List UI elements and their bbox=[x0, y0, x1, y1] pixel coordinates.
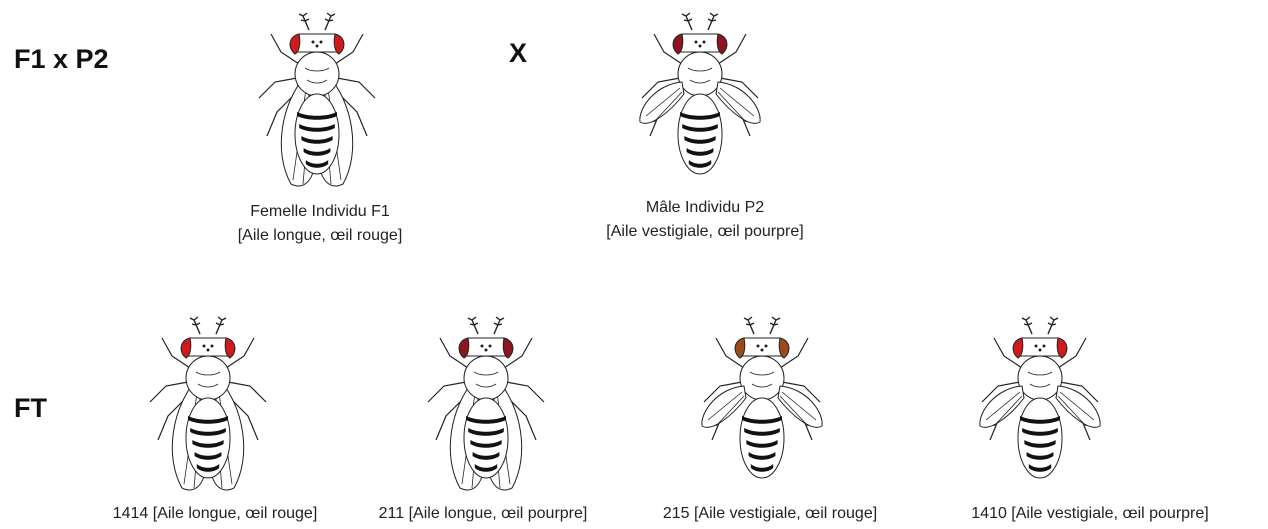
fly-offspring-1 bbox=[128, 316, 288, 496]
offspring-label-4: 1410 [Aile vestigiale, œil pourpre] bbox=[930, 502, 1250, 526]
fly-offspring-4 bbox=[960, 316, 1120, 496]
parent-female-line1: Femelle Individu F1 bbox=[200, 200, 440, 224]
abdomen bbox=[1018, 398, 1062, 478]
fly-offspring-3 bbox=[682, 316, 842, 496]
parent-male-line1: Mâle Individu P2 bbox=[575, 196, 835, 220]
antenna-icon bbox=[744, 317, 780, 334]
parent-female-label: Femelle Individu F1 [Aile longue, œil ro… bbox=[200, 200, 440, 248]
eye-right-icon bbox=[1057, 338, 1067, 358]
eye-right-icon bbox=[503, 338, 513, 358]
eye-left-icon bbox=[290, 34, 300, 54]
fly-male-p2 bbox=[620, 12, 780, 192]
offspring-label-2: 211 [Aile longue, œil pourpre] bbox=[348, 502, 618, 526]
head bbox=[466, 338, 506, 356]
antenna-icon bbox=[468, 317, 504, 334]
offspring-label-1: 1414 [Aile longue, œil rouge] bbox=[80, 502, 350, 526]
eye-left-icon bbox=[181, 338, 191, 358]
abdomen bbox=[678, 94, 722, 174]
eye-right-icon bbox=[225, 338, 235, 358]
cross-symbol: X bbox=[509, 38, 527, 69]
head bbox=[188, 338, 228, 356]
abdomen bbox=[740, 398, 784, 478]
antenna-icon bbox=[682, 13, 718, 30]
head bbox=[742, 338, 782, 356]
eye-left-icon bbox=[1013, 338, 1023, 358]
antenna-icon bbox=[190, 317, 226, 334]
abdomen bbox=[186, 398, 230, 478]
thorax bbox=[186, 356, 230, 400]
antenna-icon bbox=[1022, 317, 1058, 334]
thorax bbox=[464, 356, 508, 400]
thorax bbox=[740, 356, 784, 400]
cross-label: F1 x P2 bbox=[14, 44, 109, 75]
eye-left-icon bbox=[735, 338, 745, 358]
abdomen bbox=[464, 398, 508, 478]
thorax bbox=[678, 52, 722, 96]
eye-left-icon bbox=[673, 34, 683, 54]
eye-left-icon bbox=[459, 338, 469, 358]
eye-right-icon bbox=[779, 338, 789, 358]
eye-right-icon bbox=[334, 34, 344, 54]
head bbox=[680, 34, 720, 52]
parent-male-label: Mâle Individu P2 [Aile vestigiale, œil p… bbox=[575, 196, 835, 244]
head bbox=[1020, 338, 1060, 356]
parent-male-line2: [Aile vestigiale, œil pourpre] bbox=[575, 220, 835, 244]
thorax bbox=[295, 52, 339, 96]
eye-right-icon bbox=[717, 34, 727, 54]
fly-female-f1 bbox=[237, 12, 397, 192]
thorax bbox=[1018, 356, 1062, 400]
fly-offspring-2 bbox=[406, 316, 566, 496]
offspring-label-3: 215 [Aile vestigiale, œil rouge] bbox=[635, 502, 905, 526]
antenna-icon bbox=[299, 13, 335, 30]
ft-label: FT bbox=[14, 393, 47, 424]
parent-female-line2: [Aile longue, œil rouge] bbox=[200, 224, 440, 248]
abdomen bbox=[295, 94, 339, 174]
head bbox=[297, 34, 337, 52]
